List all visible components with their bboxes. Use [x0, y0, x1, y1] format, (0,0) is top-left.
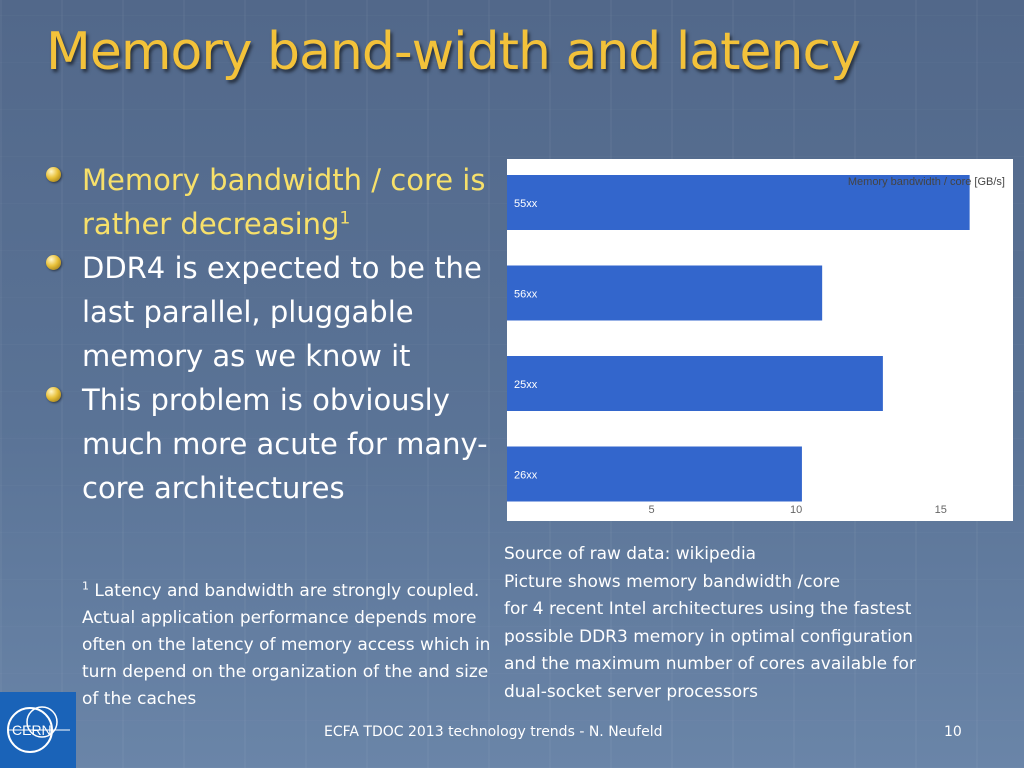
bullet-item-1: Memory bandwidth / core is rather decrea… — [44, 158, 494, 246]
bar-55xx — [507, 175, 970, 230]
page-number: 10 — [944, 724, 962, 740]
category-label: 56xx — [514, 289, 538, 301]
bandwidth-chart: 55xx 56xx 25xx 26xx 5 10 15 Memory bandwidth / … — [507, 159, 1013, 521]
cern-logo-icon: CERN — [7, 706, 70, 753]
bar-26xx — [507, 446, 802, 502]
source-line: and the maximum number of cores availabl… — [504, 654, 916, 674]
x-tick-label: 10 — [790, 504, 802, 516]
footer-text: ECFA TDOC 2013 technology trends - N. Ne… — [324, 724, 663, 740]
chart-legend: Memory bandwidth / core [GB/s] — [848, 176, 1005, 188]
category-label: 55xx — [514, 198, 538, 210]
source-line: for 4 recent Intel architectures using t… — [504, 599, 912, 619]
cern-logo: CERN — [0, 692, 76, 768]
bar-25xx — [507, 356, 883, 411]
source-line: dual-socket server processors — [504, 681, 759, 702]
x-tick-label: 5 — [649, 504, 655, 516]
category-label: 26xx — [514, 470, 538, 482]
footnote-marker: 1 — [82, 579, 89, 593]
bullet-item-3: This problem is obviously much more acut… — [44, 378, 494, 510]
x-tick-label: 15 — [935, 504, 947, 516]
bullet-list: Memory bandwidth / core is rather decrea… — [44, 158, 494, 510]
bullet-dot-icon — [46, 387, 61, 402]
category-label: 25xx — [514, 379, 538, 391]
bullet-text-3: This problem is obviously much more acut… — [82, 383, 488, 505]
bullet-dot-icon — [46, 255, 61, 270]
source-line: Source of raw data: wikipedia — [504, 544, 757, 564]
logo-text: CERN — [12, 722, 52, 738]
bar-chart-svg: 55xx 56xx 25xx 26xx 5 10 15 Memory bandwidth / … — [507, 175, 1005, 516]
bullet-text-1: Memory bandwidth / core is rather decrea… — [82, 163, 486, 241]
footnote: 1 Latency and bandwidth are strongly cou… — [82, 578, 502, 713]
bullet-item-2: DDR4 is expected to be the last parallel… — [44, 246, 494, 378]
bullet-dot-icon — [46, 167, 61, 182]
bar-56xx — [507, 265, 823, 321]
source-line: possible DDR3 memory in optimal configur… — [504, 626, 914, 647]
bullet-sup-1: 1 — [339, 208, 351, 229]
footnote-text: Latency and bandwidth are strongly coupl… — [82, 581, 491, 709]
slide-title: Memory band-width and latency — [46, 22, 861, 82]
source-line: Picture shows memory bandwidth /core — [504, 571, 841, 592]
bullet-text-2: DDR4 is expected to be the last parallel… — [82, 251, 482, 373]
